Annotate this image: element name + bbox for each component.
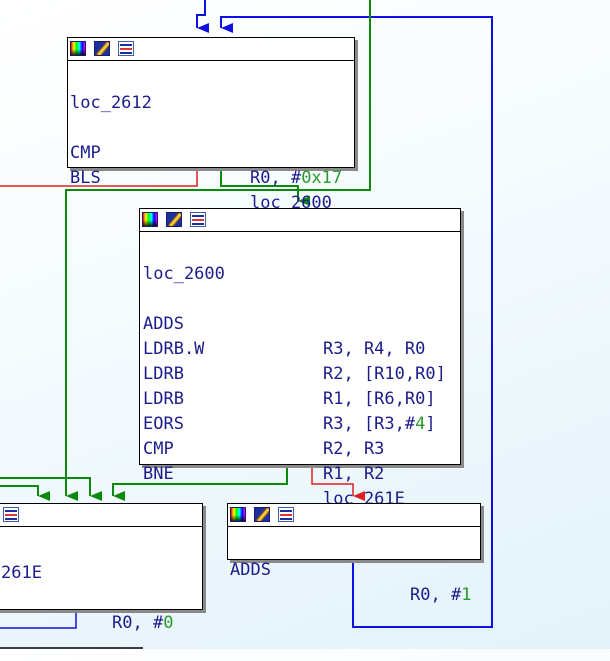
instruction-line[interactable]: LDRB R3, [R3,#4] bbox=[143, 362, 436, 434]
mnemonic: LDRB.W bbox=[143, 339, 205, 359]
edge-bls-taken-to-loc-2600 bbox=[220, 168, 310, 206]
mnemonic: LDRB bbox=[143, 389, 184, 409]
graph-icon[interactable] bbox=[3, 507, 19, 522]
instruction-line[interactable]: LDRB.W R2, [R10,R0] bbox=[143, 312, 446, 384]
block-label[interactable]: 261E bbox=[1, 563, 42, 583]
edge-bne-fallthrough-to-adds bbox=[311, 465, 365, 501]
mnemonic: LDRB bbox=[143, 364, 184, 384]
operand: R1, [R6,R0] bbox=[323, 389, 436, 409]
block-header bbox=[68, 38, 354, 61]
operand: R3, [R3,#4] bbox=[323, 414, 436, 434]
edge-prev-to-loc-2612 bbox=[196, 0, 209, 33]
pencil-icon[interactable] bbox=[254, 507, 270, 522]
block-header bbox=[0, 504, 202, 527]
block-header bbox=[228, 504, 480, 527]
instruction-line[interactable]: LDRB R1, [R6,R0] bbox=[143, 337, 436, 409]
mnemonic: BLS bbox=[70, 168, 101, 188]
code-block-loc-2600[interactable]: loc_2600 ADDS R3, R4, R0 LDRB.W R2, [R10… bbox=[139, 208, 461, 509]
code-block-adds[interactable]: ADDS R0, #1 bbox=[227, 503, 481, 605]
code-block-loc-261e[interactable]: 261E R0, #0 bbox=[0, 503, 203, 633]
instruction-line[interactable]: CMP R0, #0x17 bbox=[70, 116, 342, 188]
graph-icon[interactable] bbox=[190, 212, 206, 227]
instruction-line[interactable]: BNE loc_261E bbox=[143, 437, 405, 509]
mnemonic: ADDS bbox=[143, 314, 184, 334]
edge-loop-back-to-loc-2612 bbox=[220, 16, 493, 628]
block-label[interactable]: loc_2612 bbox=[70, 93, 152, 113]
instruction-line[interactable]: EORS R2, R3 bbox=[143, 387, 384, 459]
instruction-line[interactable]: R0, #0 bbox=[1, 586, 201, 633]
pencil-icon[interactable] bbox=[94, 41, 110, 56]
mnemonic: CMP bbox=[70, 143, 101, 163]
instruction-line[interactable]: BLS loc_2600 bbox=[70, 141, 332, 213]
operand: R0, #0 bbox=[112, 613, 174, 633]
operand: R1, R2 bbox=[323, 464, 385, 484]
mnemonic: ADDS bbox=[230, 560, 271, 580]
graph-icon[interactable] bbox=[278, 507, 294, 522]
edge-left-to-loc-261e bbox=[0, 485, 50, 501]
code-block-loc-2612[interactable]: loc_2612 CMP R0, #0x17 BLS loc_2600 bbox=[67, 37, 355, 213]
operand: R0, #1 bbox=[410, 585, 472, 605]
palette-icon[interactable] bbox=[142, 212, 158, 227]
block-header bbox=[140, 209, 460, 232]
pencil-icon[interactable] bbox=[166, 212, 182, 227]
palette-icon[interactable] bbox=[70, 41, 86, 56]
edge-loc-261e-out bbox=[0, 610, 77, 629]
operand: R2, [R10,R0] bbox=[323, 364, 446, 384]
block-label[interactable]: loc_2600 bbox=[143, 264, 225, 284]
operand: R0, #0x17 bbox=[250, 168, 343, 188]
mnemonic: EORS bbox=[143, 414, 184, 434]
edge-above-to-loc-2600 bbox=[65, 0, 371, 501]
palette-icon[interactable] bbox=[230, 507, 246, 522]
operand: R2, R3 bbox=[323, 439, 385, 459]
graph-icon[interactable] bbox=[118, 41, 134, 56]
instruction-line[interactable]: ADDS R3, R4, R0 bbox=[143, 287, 425, 359]
edge-far-left-to-loc-261e bbox=[0, 477, 102, 501]
mnemonic: CMP bbox=[143, 439, 174, 459]
edge-bls-fallthrough bbox=[0, 168, 198, 187]
instruction-line[interactable]: ADDS R0, #1 bbox=[230, 533, 471, 605]
instruction-line[interactable]: CMP R1, R2 bbox=[143, 412, 384, 484]
edge-bne-taken-to-loc-261e bbox=[112, 465, 288, 501]
operand: R3, R4, R0 bbox=[323, 339, 426, 359]
mnemonic: BNE bbox=[143, 464, 174, 484]
